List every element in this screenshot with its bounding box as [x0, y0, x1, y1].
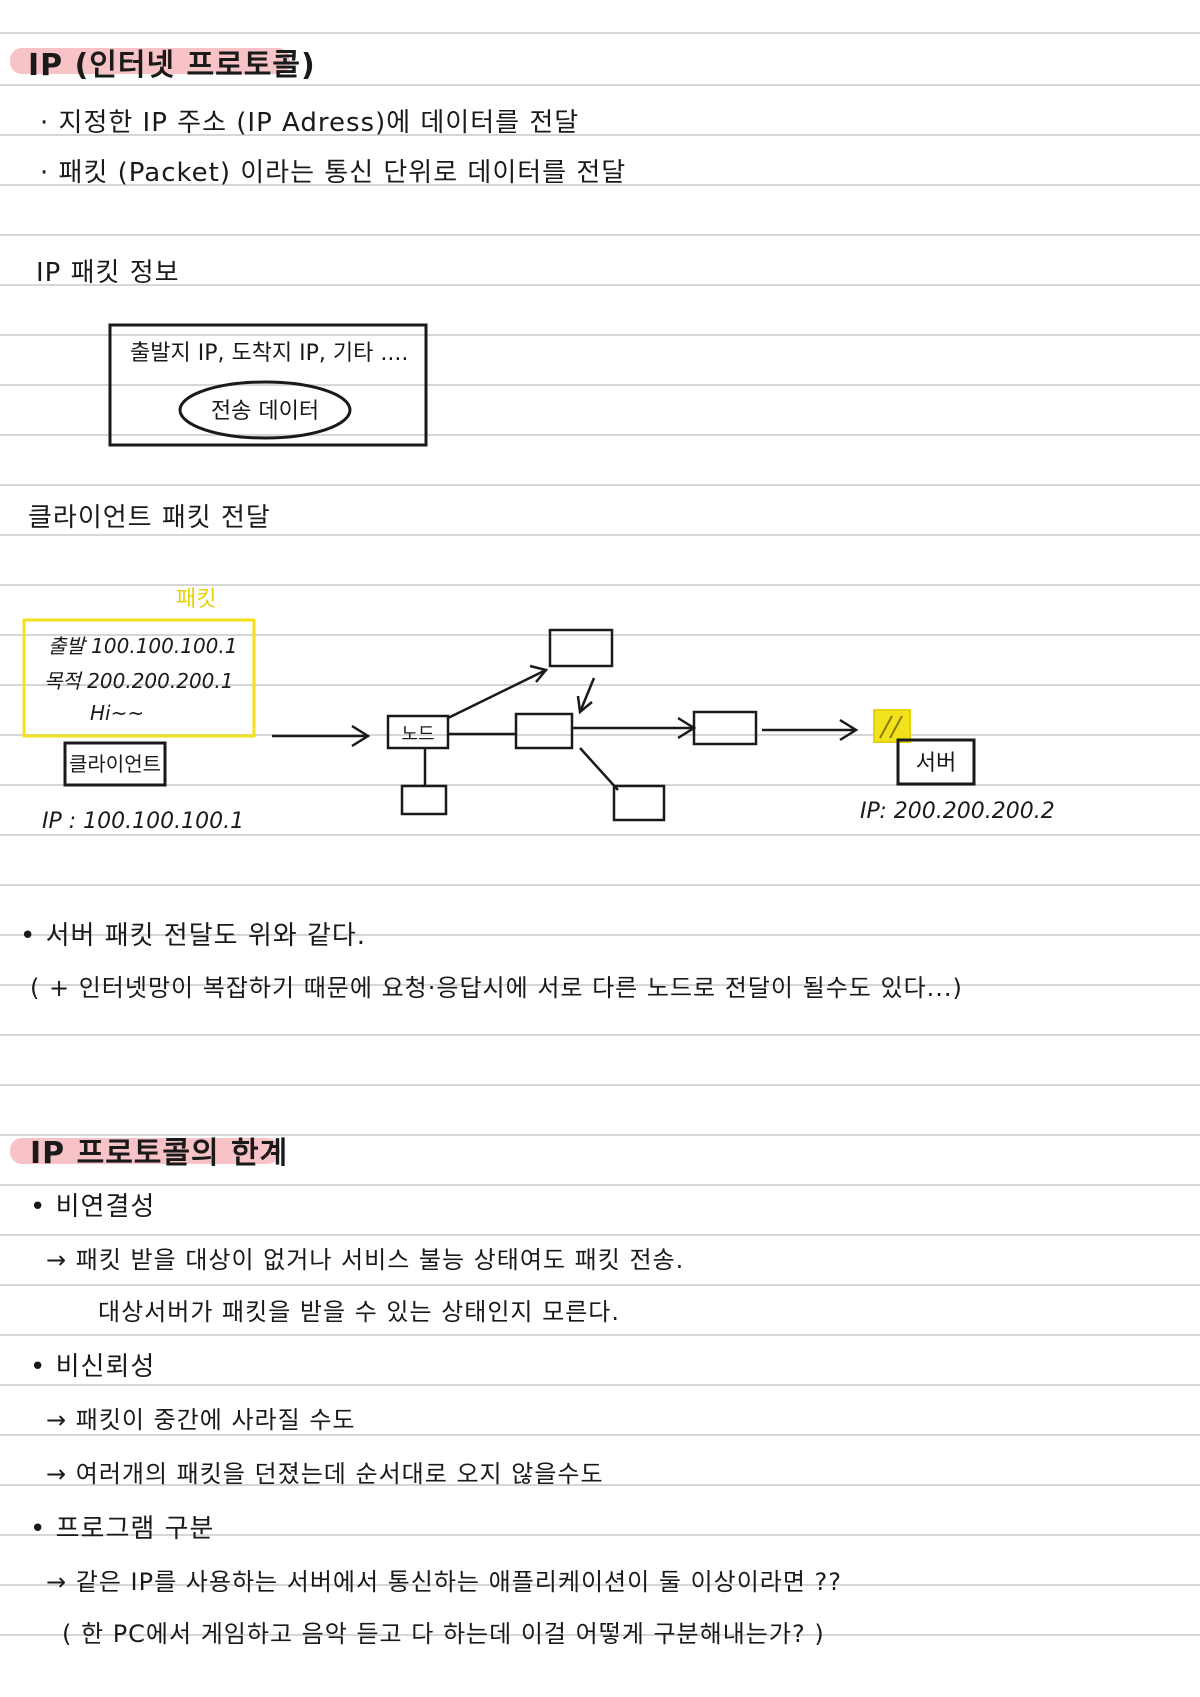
client-ip: IP : 100.100.100.1	[42, 809, 244, 834]
limit-unreliable-line1: → 패킷이 중간에 사라질 수도	[46, 1406, 356, 1434]
packet-dest-line: 목적 200.200.200.1	[44, 669, 233, 693]
arrived-packet-icon	[873, 709, 911, 743]
note-different-route: ( + 인터넷망이 복잡하기 때문에 요청·응답시에 서로 다른 노드로 전달이…	[30, 974, 963, 1002]
node-bottom-right	[612, 784, 666, 822]
limit-connectionless: • 비연결성	[30, 1192, 156, 1222]
client-transfer-title: 클라이언트 패킷 전달	[28, 503, 271, 533]
limit-program-line1: → 같은 IP를 사용하는 서버에서 통신하는 애플리케이션이 둘 이상이라면 …	[46, 1568, 843, 1596]
packet-label: 패킷	[176, 587, 216, 612]
packet-yellow-box	[22, 618, 256, 738]
limit-program: • 프로그램 구분	[30, 1514, 215, 1544]
data-ellipse-text: 전송 데이터	[211, 399, 319, 424]
limit-unreliable: • 비신뢰성	[30, 1352, 156, 1382]
title-highlight-2	[10, 1138, 280, 1164]
packet-payload-line: Hi~~	[90, 701, 144, 725]
title-highlight	[10, 48, 290, 74]
packet-source-line: 출발 100.100.100.1	[48, 634, 237, 658]
packet-box	[108, 323, 428, 447]
packet-info-title: IP 패킷 정보	[36, 258, 180, 288]
client-label: 클라이언트	[69, 752, 161, 776]
packet-header-text: 출발지 IP, 도착지 IP, 기타 ....	[130, 341, 408, 366]
section-title-ip: IP (인터넷 프로토콜)	[28, 48, 316, 83]
server-label: 서버	[916, 751, 956, 776]
node-middle	[514, 712, 574, 750]
server-box	[896, 738, 976, 786]
node-label: 노드	[401, 724, 434, 745]
limit-connectionless-line2: 대상서버가 패킷을 받을 수 있는 상태인지 모른다.	[98, 1298, 621, 1326]
limit-program-line2: ( 한 PC에서 게임하고 음악 듣고 다 하는데 이걸 어떻게 구분해내는가?…	[62, 1620, 825, 1648]
note-server-transfer: • 서버 패킷 전달도 위와 같다.	[20, 921, 367, 951]
section-title-limits: IP 프로토콜의 한계	[30, 1136, 289, 1171]
limit-connectionless-line1: → 패킷 받을 대상이 없거나 서비스 불능 상태여도 패킷 전송.	[46, 1246, 685, 1274]
node-right	[692, 710, 758, 746]
node-box	[386, 714, 450, 750]
node-bottom-left	[400, 784, 448, 816]
limit-unreliable-line2: → 여러개의 패킷을 던졌는데 순서대로 오지 않을수도	[46, 1460, 604, 1488]
bullet-packet: · 패킷 (Packet) 이라는 통신 단위로 데이터를 전달	[40, 158, 627, 188]
client-box	[63, 741, 167, 787]
node-top	[548, 628, 614, 668]
bullet-ip-address: · 지정한 IP 주소 (IP Adress)에 데이터를 전달	[40, 108, 580, 138]
server-ip: IP: 200.200.200.2	[860, 799, 1055, 824]
data-ellipse	[178, 380, 352, 440]
